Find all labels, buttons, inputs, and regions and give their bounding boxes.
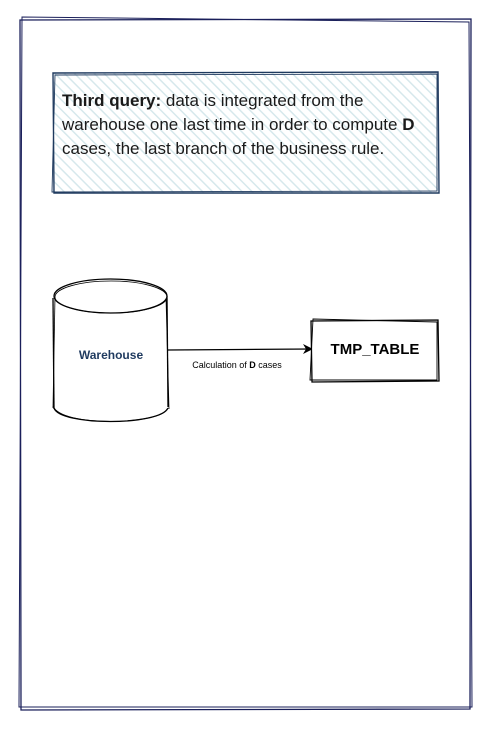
edge-label: Calculation of D cases: [180, 360, 294, 370]
outer-frame: [18, 16, 473, 711]
warehouse-label: Warehouse: [78, 348, 144, 362]
calculation-arrow: [167, 344, 313, 355]
edge-label-pre: Calculation of: [192, 360, 250, 370]
note-highlight: D: [402, 115, 415, 134]
note-box: [51, 71, 440, 194]
note-text: Third query: data is integrated from the…: [62, 89, 434, 161]
note-lead: Third query:: [62, 91, 162, 110]
tmp-table-box: [309, 318, 440, 383]
note-text-part-2: cases, the last branch of the business r…: [62, 139, 385, 158]
edge-label-post: cases: [255, 360, 282, 370]
note-text-part-1: data is integrated from the warehouse on…: [62, 91, 403, 134]
edge-label-bold: D: [249, 360, 256, 370]
warehouse-cylinder: [52, 278, 170, 423]
tmp-table-label: TMP_TABLE: [330, 341, 420, 358]
